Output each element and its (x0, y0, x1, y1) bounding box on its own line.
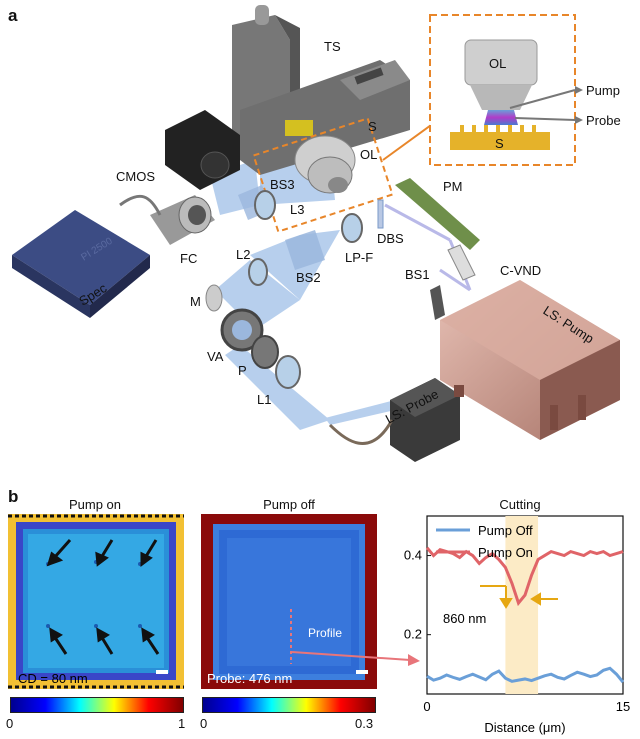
label-ts: TS (324, 39, 341, 54)
bs1-splitter (430, 285, 445, 320)
label-bs1: BS1 (405, 267, 430, 282)
panel-b-letter: b (8, 487, 19, 506)
m-mirror (205, 284, 223, 312)
label-cvnd: C-VND (500, 263, 542, 278)
fiber-coupler (150, 195, 215, 245)
highlight-band (505, 516, 539, 694)
objective-lens (294, 135, 356, 194)
pump-off-colorbar (202, 697, 376, 713)
pump-off-profile-label: Profile (308, 626, 343, 640)
series-line-pump-on (425, 546, 624, 607)
legend-pump-off-label: Pump Off (478, 523, 533, 538)
width-arrows (480, 585, 558, 609)
inset-label-pump: Pump (586, 83, 620, 98)
pump-off-title: Pump off (263, 497, 315, 512)
pump-on-colorbar (10, 697, 184, 713)
pump-off-colorbar-max: 0.3 (355, 716, 374, 731)
profile-arrow (291, 651, 420, 666)
label-s: S (368, 119, 377, 134)
label-m: M (190, 294, 201, 309)
spectrometer (12, 194, 162, 318)
pump-on-colorbar-min: 0 (6, 716, 14, 731)
cvnd-filter (447, 244, 476, 281)
label-bs2: BS2 (296, 270, 321, 285)
pump-laser-source (440, 280, 620, 440)
chart-title: Cutting (499, 497, 541, 512)
pump-on-map (8, 514, 184, 689)
label-dbs: DBS (377, 231, 404, 246)
l1-lens (275, 355, 301, 389)
optical-setup-illustration (12, 5, 620, 462)
label-l2: L2 (236, 247, 251, 262)
y-tick-label: 0.4 (404, 548, 422, 563)
inset-label-probe: Probe (586, 113, 621, 128)
pump-off-annotation: Probe: 476 nm (207, 671, 293, 686)
x-axis-label: Distance (μm) (484, 720, 565, 735)
inset-label-ol: OL (489, 56, 507, 71)
panel-a-letter: a (8, 6, 18, 25)
x-tick-label: 0 (423, 699, 430, 714)
l3-lens (254, 190, 276, 220)
lpf-lens (341, 213, 363, 243)
label-cmos: CMOS (116, 169, 155, 184)
pm-mirror (395, 178, 480, 250)
bs2-cube (285, 230, 325, 270)
label-pm: PM (443, 179, 463, 194)
cutting-chart: 0.2 0.4 0 15 Pump Off Pump On 860 nm Distan… (404, 515, 630, 735)
l2-lens (248, 258, 268, 286)
label-p: P (238, 363, 247, 378)
cmos-camera (165, 110, 240, 190)
dbs-filter (377, 199, 384, 229)
label-l1: L1 (257, 392, 272, 407)
series-line-pump-off (426, 666, 625, 684)
label-fc: FC (180, 251, 198, 266)
label-bs3: BS3 (270, 177, 295, 192)
p-polarizer (251, 335, 279, 369)
x-tick-label: 15 (616, 699, 630, 714)
inset-label-s: S (495, 136, 504, 151)
label-lpf: LP-F (345, 250, 374, 265)
label-ol: OL (360, 147, 378, 162)
probe-laser-source (328, 378, 460, 462)
label-l3: L3 (290, 202, 305, 217)
pump-off-map (201, 514, 377, 689)
label-va: VA (207, 349, 224, 364)
pump-off-colorbar-min: 0 (200, 716, 208, 731)
legend-pump-on-label: Pump On (478, 545, 533, 560)
pump-on-colorbar-max: 1 (178, 716, 186, 731)
y-tick-label: 0.2 (404, 627, 422, 642)
width-annotation: 860 nm (443, 611, 486, 626)
pump-on-title: Pump on (68, 497, 122, 512)
pump-on-annotation: CD = 80 nm (18, 671, 88, 686)
probe-beam (210, 150, 395, 430)
objective-inset (429, 14, 583, 166)
